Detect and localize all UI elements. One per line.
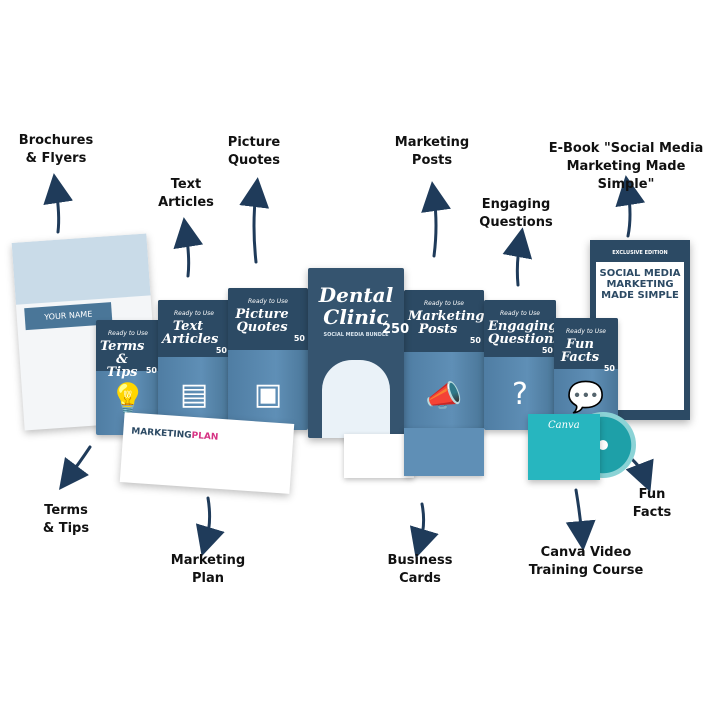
ebook-edition: EXCLUSIVE EDITION xyxy=(612,250,668,256)
flyer-photo xyxy=(11,233,151,305)
box-count: 50 xyxy=(215,346,227,355)
box-count: 50 xyxy=(145,366,157,375)
arrow-marketing-posts xyxy=(421,181,451,258)
chat-bubbles-icon: 💬 xyxy=(567,380,605,415)
business-card-front xyxy=(344,434,414,478)
plan-title: MARKETINGPLAN xyxy=(130,426,219,443)
arrow-ebook xyxy=(615,175,646,238)
box-ready-label: Ready to Use xyxy=(174,310,214,317)
arrow-brochures xyxy=(43,173,74,234)
box-title: Terms & Tips xyxy=(100,339,145,380)
box-picture-quotes: Ready to Use Picture Quotes 50 ▣ xyxy=(228,288,308,430)
center-title: Dental Clinic xyxy=(318,283,394,329)
arrow-terms xyxy=(59,445,92,491)
business-card-back xyxy=(404,428,484,476)
label-terms-tips: Terms& Tips xyxy=(42,503,90,536)
box-title: Marketing Posts xyxy=(408,309,484,337)
lightbulb-icon: 💡 xyxy=(109,382,147,417)
megaphone-icon: 📣 xyxy=(425,379,463,414)
arrow-business-cards xyxy=(409,502,439,559)
center-count: 250 xyxy=(382,322,410,337)
box-ready-label: Ready to Use xyxy=(500,310,540,317)
box-count: 50 xyxy=(541,346,553,355)
box-ready-label: Ready to Use xyxy=(108,330,148,337)
box-dental-clinic: Dental Clinic SOCIAL MEDIA BUNDLE xyxy=(308,268,404,438)
box-count: 50 xyxy=(293,334,305,343)
center-subtitle: SOCIAL MEDIA BUNDLE xyxy=(323,332,389,338)
box-count: 50 xyxy=(603,364,615,373)
box-marketing-posts: Ready to Use Marketing Posts 50 📣 xyxy=(404,290,484,432)
box-engaging-questions: Ready to Use Engaging Questions 50 ? xyxy=(484,300,556,430)
arrow-canva xyxy=(565,488,596,551)
canva-course-box: Canva xyxy=(528,414,600,480)
box-count: 50 xyxy=(469,336,481,345)
arrow-picture-quotes xyxy=(239,177,270,264)
canva-brand: Canva xyxy=(548,420,580,431)
question-icon: ? xyxy=(512,377,528,412)
box-text-articles: Ready to Use Text Articles 50 ▤ xyxy=(158,300,230,430)
box-title: Picture Quotes xyxy=(235,307,289,335)
box-title: Engaging Questions xyxy=(488,319,556,347)
arrow-engaging-questions xyxy=(502,227,533,287)
ebook-title: SOCIAL MEDIA MARKETING MADE SIMPLE xyxy=(599,268,681,301)
box-title: Text Articles xyxy=(162,319,219,347)
label-brochures: Brochures& Flyers xyxy=(18,133,94,166)
box-fun-facts: Ready to Use Fun Facts 50 💬 xyxy=(554,318,618,433)
arrow-marketing-plan xyxy=(195,496,225,557)
box-ready-label: Ready to Use xyxy=(248,298,288,305)
image-icon: ▣ xyxy=(253,377,283,412)
ebook-cover: EXCLUSIVE EDITION SOCIAL MEDIA MARKETING… xyxy=(590,240,690,420)
doctor-image xyxy=(322,360,390,438)
article-icon: ▤ xyxy=(179,377,209,412)
box-ready-label: Ready to Use xyxy=(424,300,464,307)
marketing-plan-doc: MARKETINGPLAN xyxy=(119,412,295,494)
box-title: Fun Facts xyxy=(560,337,600,365)
box-ready-label: Ready to Use xyxy=(566,328,606,335)
arrow-text-articles xyxy=(173,217,204,278)
